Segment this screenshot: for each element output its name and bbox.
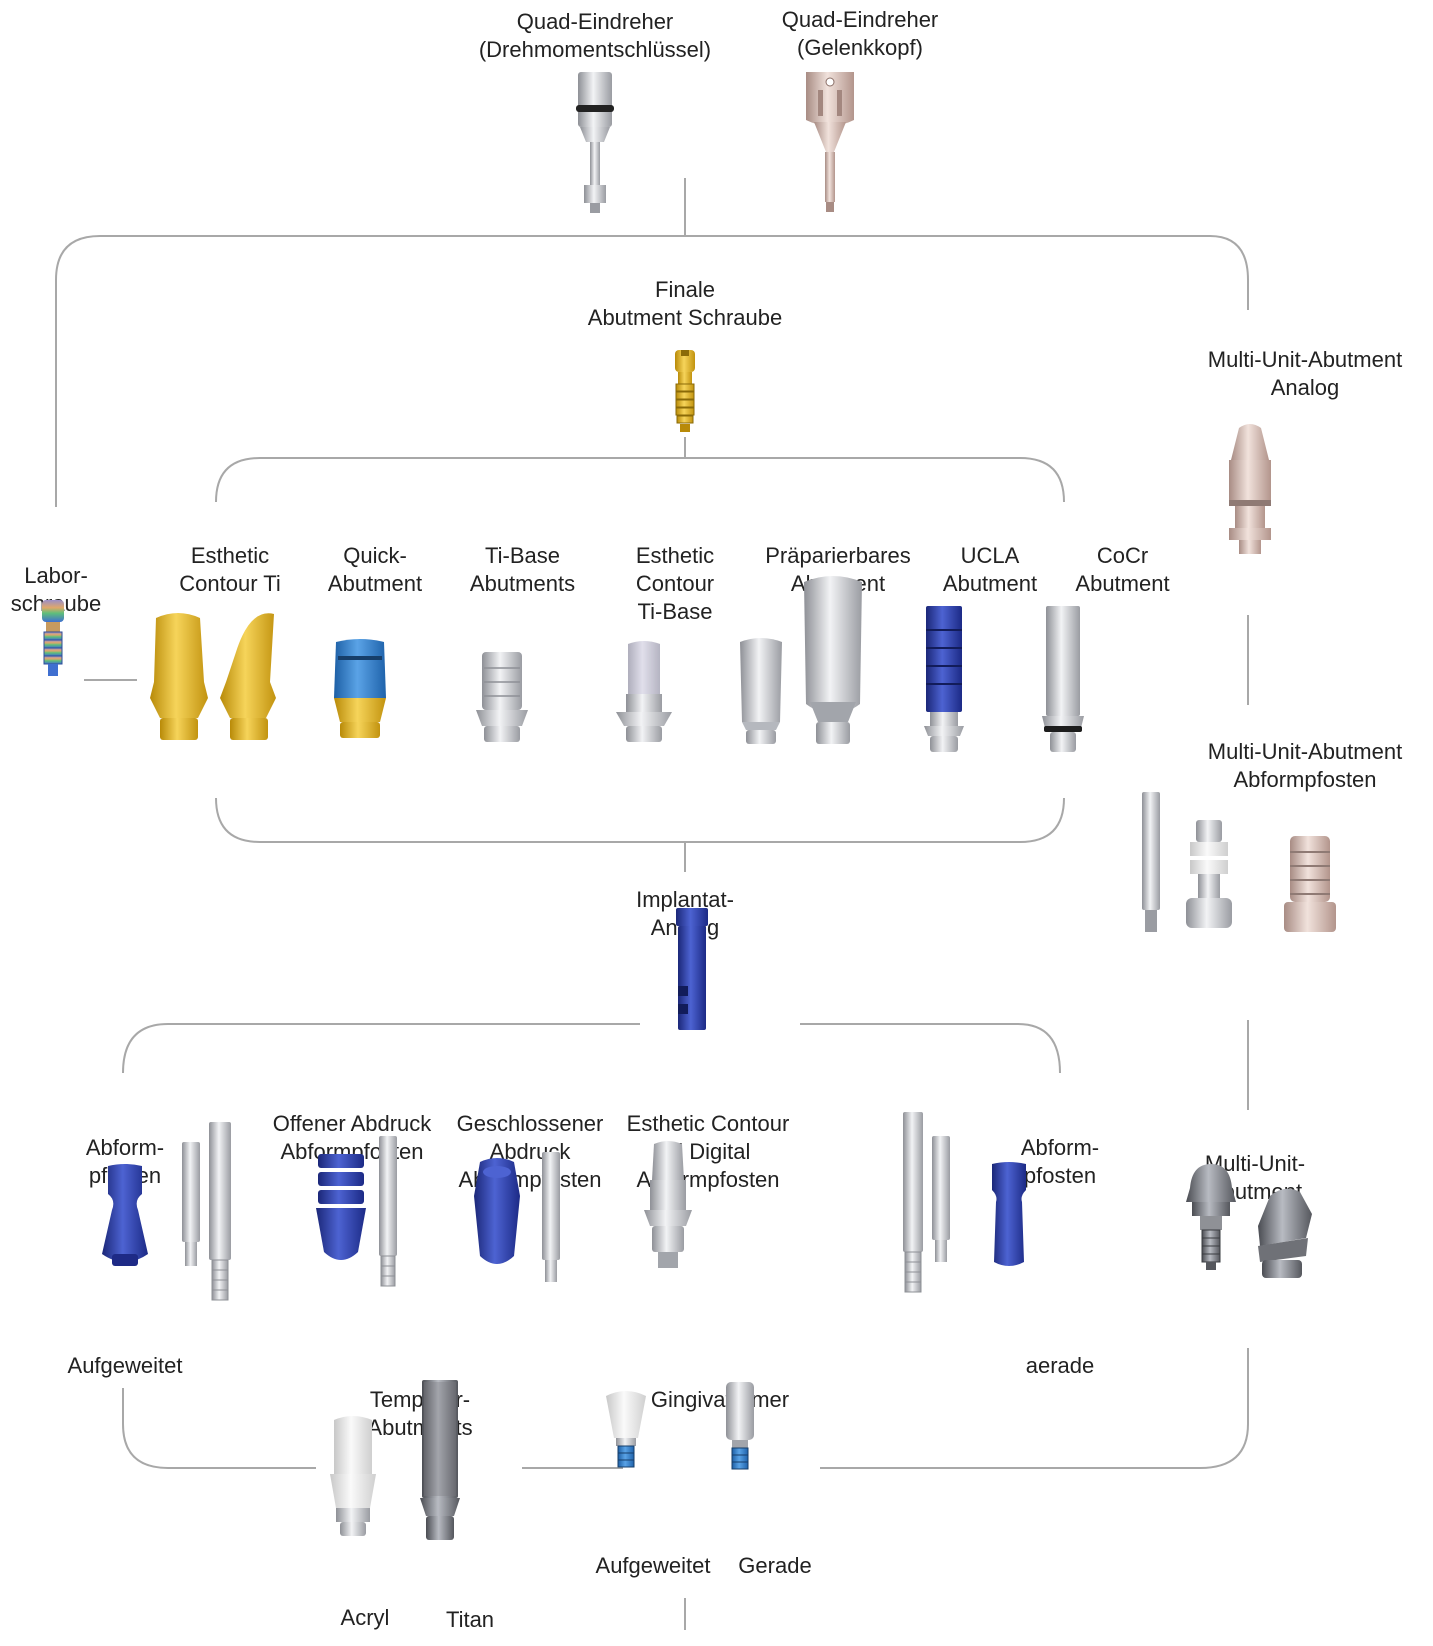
final-screw-icon xyxy=(675,350,695,432)
label-quad-torque: Quad-Eindreher (Drehmomentschlüssel) xyxy=(478,9,712,62)
label-final-screw: Finale Abutment Schraube xyxy=(587,277,783,330)
open-tray-screw-icon xyxy=(379,1136,397,1287)
cocr-abutment-icon xyxy=(1042,606,1084,752)
connector-top-bracket xyxy=(55,178,1249,507)
quick-abutment-icon xyxy=(334,639,386,738)
label-quick-abutment: Quick- Abutment xyxy=(327,543,423,596)
label-flared-left: Aufgeweitet xyxy=(67,1353,183,1378)
esthetic-contour-ti-straight-icon xyxy=(150,613,208,740)
multi-unit-straight-icon xyxy=(1186,1164,1236,1270)
label-healing: Gingivaformer xyxy=(650,1387,790,1412)
closed-tray-post-icon xyxy=(474,1158,520,1264)
mua-analog-icon xyxy=(1229,424,1271,554)
ucla-abutment-icon xyxy=(924,606,964,752)
temporary-acryl-icon xyxy=(330,1416,376,1536)
mua-impression-open-icon xyxy=(1284,836,1336,932)
label-healing-flared: Aufgeweitet xyxy=(595,1553,711,1578)
label-cocr: CoCr Abutment xyxy=(1075,543,1170,596)
impression-screw-short-right-icon xyxy=(932,1136,950,1262)
esthetic-contour-ti-angled-icon xyxy=(220,613,276,740)
lab-screw-icon xyxy=(42,600,64,676)
impression-screw-short-left-icon xyxy=(182,1142,200,1266)
label-ti-base: Ti-Base Abutments xyxy=(469,543,576,596)
label-mua-impression: Multi-Unit-Abutment Abformpfosten xyxy=(1207,739,1403,792)
label-titan: Titan xyxy=(445,1607,495,1632)
mua-impression-screw-icon xyxy=(1142,792,1160,932)
label-esthetic-contour-ti: Esthetic Contour Ti xyxy=(179,543,281,596)
connector-abutments-bottom xyxy=(215,797,1065,872)
connector-analog-bracket xyxy=(122,1023,1061,1074)
connector-screw-to-abutments xyxy=(215,437,1065,503)
label-ucla: UCLA Abutment xyxy=(942,543,1038,596)
label-straight-right: aerade xyxy=(1025,1353,1095,1378)
multi-unit-angled-icon xyxy=(1258,1188,1312,1278)
ect-digital-post-icon xyxy=(644,1141,692,1268)
label-acryl: Acryl xyxy=(340,1605,390,1630)
open-tray-post-icon xyxy=(316,1154,366,1260)
quad-driver-joint-icon xyxy=(806,72,854,212)
label-esthetic-contour-tibase: Esthetic Contour Ti-Base xyxy=(635,543,715,624)
implant-analog-icon xyxy=(676,908,708,1030)
connector-bottom-bracket xyxy=(122,1348,1249,1469)
preparable-tall-icon xyxy=(804,576,862,744)
impression-post-straight-icon xyxy=(992,1162,1026,1266)
impression-screw-long-left-icon xyxy=(209,1122,231,1301)
label-mua-analog: Multi-Unit-Abutment Analog xyxy=(1207,347,1403,400)
ti-base-icon xyxy=(476,652,528,742)
label-impression-post-right: Abform- pfosten xyxy=(1020,1135,1100,1188)
quad-driver-torque-icon xyxy=(576,72,614,213)
closed-tray-screw-icon xyxy=(542,1152,560,1282)
preparable-short-icon xyxy=(740,638,782,744)
healing-flared-icon xyxy=(606,1391,646,1468)
healing-straight-icon xyxy=(726,1382,754,1470)
impression-screw-long-right-icon xyxy=(903,1112,923,1293)
label-closed-tray: Geschlossener Abdruck Abformpfosten xyxy=(456,1111,604,1192)
esthetic-contour-tibase-icon xyxy=(616,641,672,742)
label-healing-straight: Gerade xyxy=(738,1553,812,1578)
label-quad-joint: Quad-Eindreher (Gelenkkopf) xyxy=(781,7,939,60)
temporary-titan-icon xyxy=(420,1380,460,1540)
mua-impression-closed-icon xyxy=(1186,820,1232,928)
impression-post-flared-icon xyxy=(102,1164,148,1266)
